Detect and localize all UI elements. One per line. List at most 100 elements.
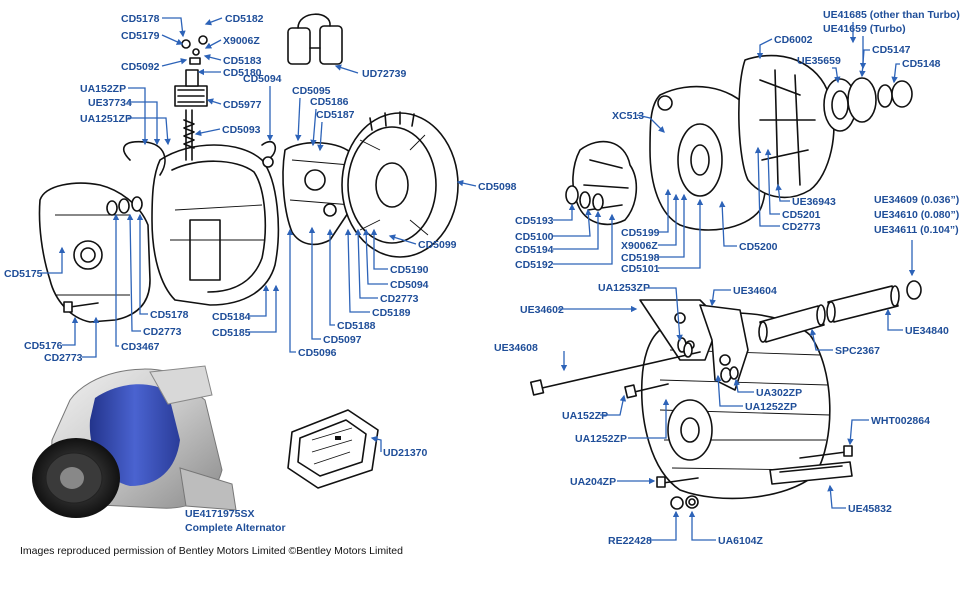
part-label-cd5179: CD5179	[121, 30, 160, 42]
part-label-cd5095: CD5095	[292, 85, 331, 97]
part-label-ud72739: UD72739	[362, 68, 407, 80]
leader-arrow-ue34840	[884, 308, 903, 331]
part-label-x9006z_a: X9006Z	[223, 35, 260, 47]
leader-arrow-ua1252zp_b	[628, 398, 670, 439]
part-label-cd5148: CD5148	[902, 58, 941, 70]
leader-arrow-cd2773_d	[754, 146, 780, 227]
leader-arrow-cd5192	[553, 213, 616, 265]
part-label-cd5092: CD5092	[121, 61, 160, 73]
leader-arrow-cd5178_b	[136, 213, 148, 315]
leader-arrow-re22428	[647, 510, 680, 541]
leader-arrow-cd5187	[317, 121, 324, 152]
part-label-ua302zp: UA302ZP	[756, 387, 802, 399]
part-label-ue45832: UE45832	[848, 503, 892, 515]
part-label-cd2773_d: CD2773	[782, 221, 821, 233]
part-label-cd2773_b: CD2773	[143, 326, 182, 338]
part-label-cd5180: CD5180	[223, 67, 262, 79]
leader-arrow-cd5095	[295, 97, 302, 142]
leader-arrow-cd5193	[553, 203, 576, 221]
part-label-cd5188: CD5188	[337, 320, 376, 332]
leader-arrow-cd2773_a	[354, 228, 378, 299]
leader-arrow-ua1252zp_a	[715, 374, 743, 407]
leader-arrow-ua1253zp	[648, 287, 683, 342]
part-label-cd3467: CD3467	[121, 341, 160, 353]
leader-arrow-xc513	[636, 114, 665, 133]
part-label-cd5094_b: CD5094	[390, 279, 429, 291]
part-label-cd5190: CD5190	[390, 264, 429, 276]
alternator-part-number: UE4171975SX	[185, 508, 255, 520]
leader-arrow-ue36943	[775, 183, 790, 202]
part-label-cd6002: CD6002	[774, 34, 813, 46]
part-label-cd5194: CD5194	[515, 244, 554, 256]
leader-arrow-cd5098	[456, 179, 477, 187]
leader-arrow-ue34604	[709, 289, 731, 307]
part-label-ue34840: UE34840	[905, 325, 949, 337]
part-label-cd5175: CD5175	[4, 268, 43, 280]
leader-arrow-cd5186	[310, 108, 317, 147]
part-label-ua152zp_b: UA152ZP	[562, 410, 608, 422]
leader-arrow-cd5178_a	[162, 17, 186, 38]
leader-arrow-cd5183	[203, 54, 222, 61]
leader-arrow-cd5185	[248, 284, 280, 333]
part-label-cd5098: CD5098	[478, 181, 517, 193]
leader-arrow-wht002864	[847, 419, 869, 446]
part-label-ua1252zp_b: UA1252ZP	[575, 433, 627, 445]
leader-arrow-ue37734	[128, 101, 161, 146]
part-label-ue37734: UE37734	[88, 97, 132, 109]
part-label-ue34608: UE34608	[494, 342, 538, 354]
leader-arrows	[40, 17, 916, 541]
leader-arrow-cd5200	[718, 200, 737, 247]
leader-arrow-cd5093	[194, 128, 221, 137]
leader-arrow-cd5198	[658, 193, 688, 258]
leader-arrow-x9006z_b	[658, 193, 680, 246]
part-label-wht002864: WHT002864	[871, 415, 930, 427]
part-label-ua1251zp: UA1251ZP	[80, 113, 132, 125]
part-label-ud21370: UD21370	[383, 447, 428, 459]
leader-arrow-cd5188	[326, 228, 335, 326]
leader-arrow-cd5977	[206, 98, 222, 105]
leader-arrow-cd5176	[62, 316, 79, 346]
leader-arrow-cd2773_b	[126, 213, 141, 332]
part-label-cd5189: CD5189	[372, 307, 411, 319]
leader-arrow-cd5199	[658, 188, 672, 233]
part-label-ue34604: UE34604	[733, 285, 777, 297]
part-label-spc2367: SPC2367	[835, 345, 880, 357]
part-label-x9006z_b: X9006Z	[621, 240, 658, 252]
part-label-cd2773_a: CD2773	[380, 293, 419, 305]
part-label-cd5186: CD5186	[310, 96, 349, 108]
part-label-cd5096: CD5096	[298, 347, 337, 359]
part-label-cd5192: CD5192	[515, 259, 554, 271]
leader-arrow-cd5101	[658, 198, 704, 269]
part-label-cd5185: CD5185	[212, 327, 251, 339]
complete-alternator-photo	[32, 365, 237, 518]
part-label-ue34610: UE34610 (0.080”)	[874, 209, 959, 221]
leader-arrow-cd5179	[161, 34, 184, 45]
part-label-cd5147: CD5147	[872, 44, 911, 56]
leader-arrow-x9006z_a	[204, 39, 222, 49]
part-label-ua1252zp_a: UA1252ZP	[745, 401, 797, 413]
part-label-cd5101: CD5101	[621, 263, 660, 275]
leader-arrow-cd5148	[891, 63, 900, 84]
part-label-cd5198: CD5198	[621, 252, 660, 264]
leader-arrow-cd5097	[308, 226, 321, 340]
image-credit: Images reproduced permission of Bentley …	[20, 545, 403, 557]
part-label-cd2773_c: CD2773	[44, 352, 83, 364]
part-label-ua1253zp: UA1253ZP	[598, 282, 650, 294]
leader-arrow-ua1251zp	[128, 117, 171, 146]
part-label-ue41659: UE41659 (Turbo)	[823, 23, 906, 35]
leader-arrow-ud21370	[370, 435, 382, 452]
regulator-ud21370	[287, 409, 379, 489]
part-label-cd5100: CD5100	[515, 231, 554, 243]
leader-arrow-cd5194	[553, 210, 602, 250]
part-label-cd5184: CD5184	[212, 311, 251, 323]
leader-arrow-cd5201	[764, 148, 780, 215]
part-label-ua6104z: UA6104Z	[718, 535, 764, 547]
leader-arrow-cd5092	[161, 58, 188, 67]
leader-arrow-cd5175	[40, 246, 66, 274]
part-label-cd5193: CD5193	[515, 215, 554, 227]
leader-arrow-cd5189	[344, 228, 370, 313]
part-label-cd5183: CD5183	[223, 55, 262, 67]
leader-arrow-ua302zp	[733, 378, 754, 393]
part-label-ua204zp: UA204ZP	[570, 476, 616, 488]
